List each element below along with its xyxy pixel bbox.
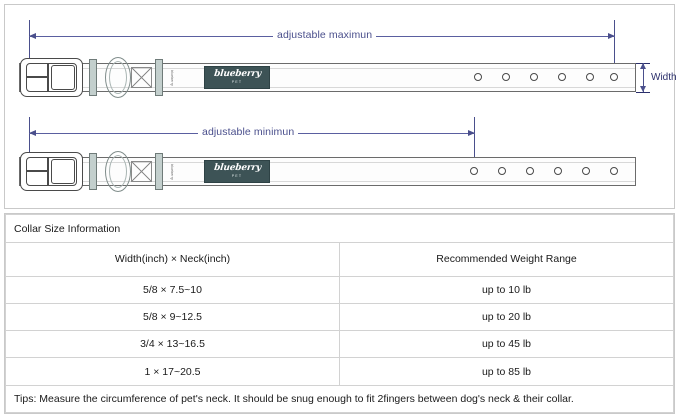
extension-line-right-max [614,20,615,73]
strap-hole [610,73,618,81]
keeper-loop-1-top [89,59,97,96]
size-value: 5/8 × 9~12.5 [5,302,340,332]
table-title-row: Collar Size Information [5,213,674,244]
buckle-cross-bar-top [26,76,49,78]
table-row: 5/8 × 9~12.5 up to 20 lb [5,302,674,332]
table-row: 5/8 × 7.5~10 up to 10 lb [5,275,674,304]
collar-diagram-panel: adjustable maximun blueberry blueberry P… [4,4,677,209]
strap-hole [582,167,590,175]
brand-logo-patch-bottom: blueberry PET [204,160,270,183]
x-stitch-box-bottom [131,161,152,182]
column-header-size: Width(inch) × Neck(inch) [5,242,340,277]
buckle-cross-bar-bottom [26,170,49,172]
adjustable-minimum-group: adjustable minimun [5,5,674,208]
size-value: 5/8 × 7.5~10 [5,275,340,304]
d-ring-bottom [105,151,131,192]
adjustable-maximum-label: adjustable maximun [273,30,377,41]
d-ring-inner-bottom [109,155,127,188]
care-label-text-bottom: blueberry [170,164,174,180]
strap-hole [498,167,506,175]
strap-hole [526,167,534,175]
collar-size-information-table: Collar Size Information Width(inch) × Ne… [4,213,675,414]
table-header-row: Width(inch) × Neck(inch) Recommended Wei… [5,242,674,277]
strap-hole [586,73,594,81]
size-value: 3/4 × 13~16.5 [5,330,340,359]
brand-logo-text-bottom: blueberry [213,163,262,173]
keeper-loop-1-bottom [89,153,97,190]
strap-hole [554,167,562,175]
arrow-left-min [29,129,36,136]
weight-value: up to 85 lb [339,357,674,386]
strap-stitch-line-top-upper [20,68,635,69]
strap-hole [502,73,510,81]
extension-line-right-min [474,117,475,175]
arrow-right-max [608,32,615,39]
d-ring-top [105,57,131,98]
table-title: Collar Size Information [5,213,674,244]
table-row: 1 × 17~20.5 up to 85 lb [5,357,674,386]
weight-value: up to 10 lb [339,275,674,304]
strap-stitch-line-bottom-upper [20,162,635,163]
weight-value: up to 45 lb [339,330,674,359]
tips-text: Tips: Measure the circumference of pet's… [5,384,674,414]
strap-hole [530,73,538,81]
table-tips-row: Tips: Measure the circumference of pet's… [5,384,674,414]
arrow-down-width [639,86,646,92]
brand-logo-subtext-bottom: PET [231,174,243,178]
buckle-tongue-top [51,65,75,90]
x-stitch-box-top [131,67,152,88]
width-dimension-line [643,63,644,92]
strap-stitch-line-top-lower [20,87,635,88]
keeper-loop-2-top [155,59,163,96]
extension-line-left-max [29,20,30,68]
strap-hole [474,73,482,81]
buckle-tongue-bottom [51,159,75,184]
table-row: 3/4 × 13~16.5 up to 45 lb [5,330,674,359]
extension-line-left-min [29,117,30,161]
strap-stitch-line-bottom-lower [20,181,635,182]
arrow-left-max [29,32,36,39]
size-value: 1 × 17~20.5 [5,357,340,386]
width-label: Width [651,72,677,83]
d-ring-inner-top [109,61,127,94]
weight-value: up to 20 lb [339,302,674,332]
adjustable-minimum-label: adjustable minimun [198,127,299,138]
column-header-weight: Recommended Weight Range [339,242,674,277]
width-tick-bottom [636,92,650,93]
keeper-loop-2-bottom [155,153,163,190]
brand-logo-subtext-top: PET [231,80,243,84]
arrow-right-min [468,129,475,136]
strap-hole [470,167,478,175]
strap-hole [610,167,618,175]
brand-logo-patch-top: blueberry PET [204,66,270,89]
arrow-up-width [639,63,646,69]
adjustable-maximum-group: adjustable maximun [5,5,674,208]
strap-hole [558,73,566,81]
